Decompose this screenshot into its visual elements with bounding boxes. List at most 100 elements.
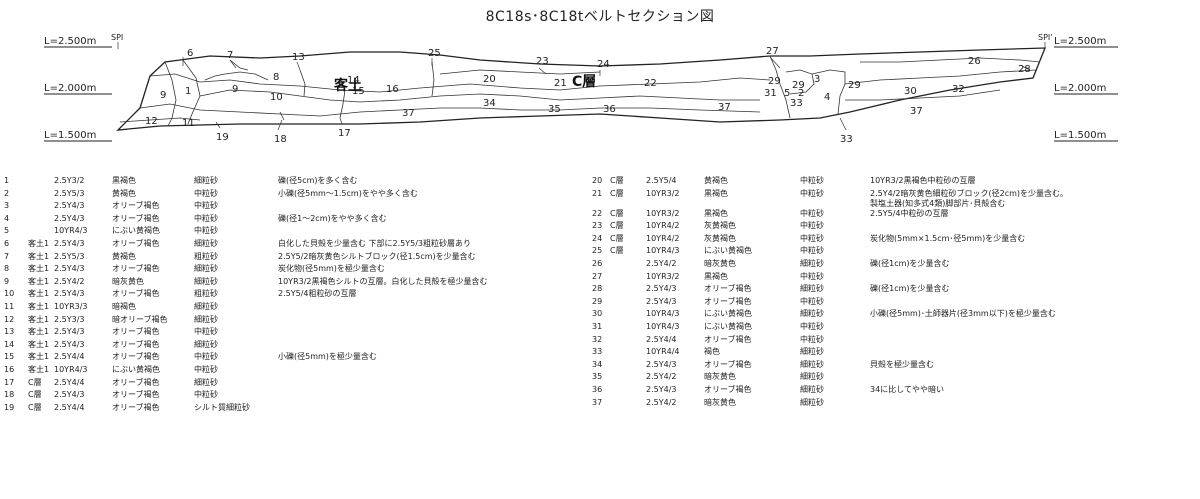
layer-number: 33: [840, 134, 853, 145]
layer-number: 31: [764, 88, 777, 99]
layer-boundary: [164, 61, 177, 127]
legend-color-name: オリーブ褐色: [112, 327, 160, 337]
legend-color-name: 暗灰黄色: [704, 397, 736, 407]
legend-munsell-color: 2.5Y4/2: [54, 276, 85, 286]
legend-layer-group: C層: [610, 176, 624, 185]
legend-color-name: 暗褐色: [112, 301, 136, 311]
legend-color-name: オリーブ褐色: [112, 352, 160, 362]
legend-munsell-color: 10YR4/2: [646, 221, 680, 231]
legend-munsell-color: 2.5Y3/3: [54, 314, 85, 324]
legend-layer-group: [610, 360, 646, 373]
legend-munsell-color: 2.5Y4/3: [646, 284, 677, 294]
level-label: L=2.000m: [1054, 83, 1106, 94]
legend-layer-group: [610, 297, 646, 310]
legend-texture: 細粒砂: [800, 258, 824, 268]
layer-number: 22: [644, 78, 657, 89]
legend-texture: 中粒砂: [800, 246, 824, 256]
legend-note: [870, 372, 1068, 385]
layer-boundary: [299, 69, 306, 97]
level-marker-right-1500: L=1.500m: [1054, 130, 1118, 142]
legend-texture: シルト質細粒砂: [194, 402, 250, 412]
legend-texture: 中粒砂: [800, 208, 824, 218]
layer-number: 5: [784, 88, 790, 99]
legend-layer-number: 9: [4, 276, 10, 286]
layer-number: 8: [273, 72, 279, 83]
legend-note: [870, 221, 1068, 234]
legend-note: [870, 272, 1068, 285]
layer-boundary: [199, 89, 760, 103]
layer-boundary: [844, 69, 1037, 85]
legend-note: 貝殻を極少量含む: [870, 359, 934, 369]
legend-layer-number: 24: [592, 233, 603, 243]
legend-note: 白化した貝殻を少量含む 下部に2.5Y5/3粗粒砂層あり: [278, 238, 472, 248]
legend-texture: 細粒砂: [194, 176, 218, 185]
legend-texture: 中粒砂: [800, 296, 824, 306]
legend-munsell-color: 10YR4/4: [646, 347, 680, 357]
legend-texture: 細粒砂: [194, 264, 218, 274]
legend-munsell-color: 2.5Y4/2: [646, 372, 677, 382]
legend-color-name: にぶい黄褐色: [704, 321, 752, 331]
legend-layer-number: 14: [4, 339, 15, 349]
legend-layer-group: 客土1: [28, 327, 50, 337]
legend-texture: 粗粒砂: [194, 251, 218, 261]
legend-munsell-color: 2.5Y4/4: [54, 377, 85, 387]
legend-note: [278, 201, 488, 214]
legend-layer-number: 19: [4, 402, 15, 412]
legend-note: 礫(径1cm)を少量含む: [870, 284, 950, 294]
layer-number: 28: [1018, 64, 1031, 75]
legend-note: 2.5Y5/2暗灰黄色シルトブロック(径1.5cm)を少量含む: [278, 251, 476, 261]
legend-layer-number: 12: [4, 314, 15, 324]
legend-color-name: 黒褐色: [704, 188, 728, 198]
legend-note: 10YR3/2黒褐色シルトの互層。白化した貝殻を極少量含む: [278, 276, 488, 286]
legend-color-name: オリーブ褐色: [112, 201, 160, 211]
layer-number: 34: [483, 98, 496, 109]
layer-number: 12: [145, 116, 158, 127]
legend-munsell-color: 10YR3/3: [54, 301, 88, 311]
layer-boundary: [431, 61, 435, 97]
legend-texture: 細粒砂: [800, 309, 824, 319]
legend-texture: 粗粒砂: [194, 289, 218, 299]
legend-layer-group: C層: [610, 246, 624, 256]
legend-note: 炭化物(5mm×1.5cm･径5mm)を少量含む: [870, 233, 1026, 243]
legend-color-name: 黄褐色: [112, 251, 136, 261]
legend-layer-group: 客土1: [28, 301, 50, 311]
legend-texture: 細粒砂: [194, 314, 218, 324]
legend-texture: 中粒砂: [194, 213, 218, 223]
legend-color-name: 灰黄褐色: [704, 221, 736, 231]
legend-munsell-color: 2.5Y4/3: [54, 264, 85, 274]
legend-texture: 中粒砂: [800, 176, 824, 185]
legend-texture: 細粒砂: [800, 359, 824, 369]
legend-color-name: にぶい黄褐色: [112, 226, 160, 236]
legend-layer-number: 23: [592, 221, 603, 231]
legend-munsell-color: 2.5Y4/2: [646, 258, 677, 268]
legend-layer-group: [610, 322, 646, 335]
legend-note: [870, 322, 1068, 335]
layer-number: 19: [216, 132, 229, 143]
legend-layer-group: 客土1: [28, 276, 50, 286]
legend-texture: 細粒砂: [800, 384, 824, 394]
kado-label: 客土: [333, 77, 362, 94]
legend-layer-number: 2: [4, 188, 10, 198]
legend-note: [870, 246, 1068, 259]
legend-note: [278, 315, 488, 328]
layer-number: 37: [718, 102, 731, 113]
legend-munsell-color: 10YR4/2: [646, 233, 680, 243]
legend-layer-number: 18: [4, 390, 15, 400]
legend-texture: 中粒砂: [800, 321, 824, 331]
legend-layer-group: 客土1: [28, 364, 50, 374]
legend-texture: 細粒砂: [194, 238, 218, 248]
legend-note: [870, 335, 1068, 348]
layer-number: 33: [790, 98, 803, 109]
level-label: L=2.500m: [44, 36, 96, 47]
legend-color-name: オリーブ褐色: [704, 359, 752, 369]
